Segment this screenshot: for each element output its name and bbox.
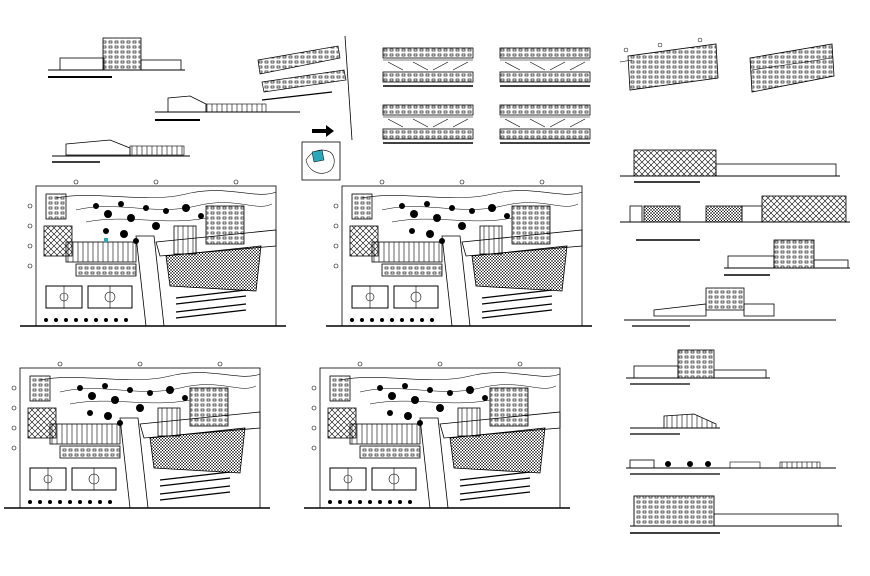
site-plan-1 (19, 179, 287, 327)
section-2 (626, 349, 770, 385)
elevation-4 (620, 149, 840, 183)
angled-section-plan (257, 35, 353, 141)
elevation-7 (630, 495, 842, 534)
floor-plan-4 (499, 104, 591, 144)
section-4 (626, 459, 836, 475)
elevation-3 (52, 139, 190, 163)
section-1 (624, 287, 836, 327)
floor-plan-2 (499, 47, 591, 87)
elevation-1 (48, 37, 185, 78)
angled-floor-plan-1 (619, 37, 719, 91)
site-plan-3 (3, 361, 271, 509)
floor-plan-1 (382, 47, 474, 87)
location-map (301, 141, 341, 181)
site-plan-2 (325, 179, 593, 327)
elevation-2 (155, 95, 300, 121)
floor-plan-3 (382, 104, 474, 144)
site-plan-4 (303, 361, 571, 509)
highlight-marker (104, 238, 108, 242)
angled-floor-plan-2 (749, 43, 835, 93)
elevation-5 (620, 195, 850, 241)
elevation-6 (724, 239, 850, 276)
section-3 (630, 413, 720, 435)
north-arrow-icon (312, 125, 334, 137)
